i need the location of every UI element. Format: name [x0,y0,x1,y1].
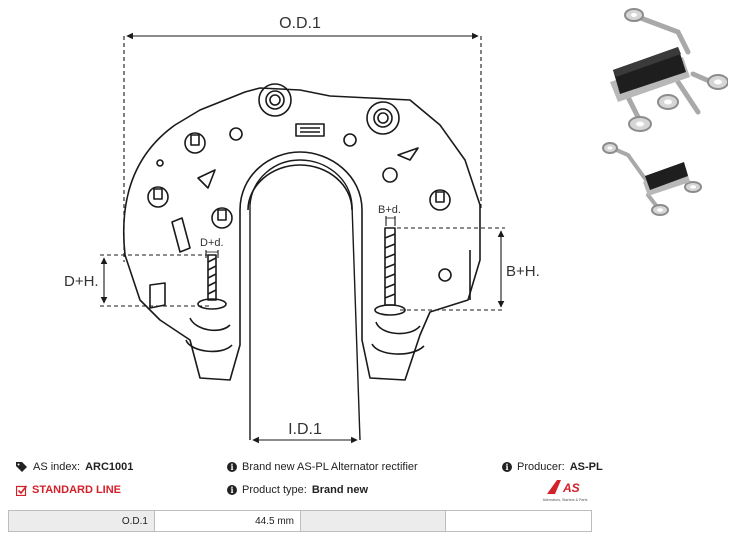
product-photo-small [602,142,702,216]
as-pl-logo: AS Alternators, Starters & Parts [543,480,588,502]
dd-dimension-label: D+d. [200,237,224,249]
logo-mark: AS [562,481,580,495]
product-photo-large [610,8,728,132]
as-index-label: AS index: [33,461,81,473]
dh-dimension-label: D+H. [64,273,99,290]
spec-empty-cell [446,511,591,531]
producer-label: Producer: [517,461,565,473]
as-index-row: AS index: ARC1001 [16,461,133,473]
rectifier-technical-drawing: O.D.1 I.D.1 D+H. B+H. D+d. B+d. [64,15,540,444]
product-type-row: i Product type: Brand new [227,484,368,496]
product-description: Brand new AS-PL Alternator rectifier [242,461,418,473]
spec-empty-cell [301,511,446,531]
spec-table: O.D.1 44.5 mm [8,510,592,532]
standard-line-label: STANDARD LINE [32,484,122,496]
producer-row: i Producer: AS-PL [502,461,603,473]
rectifier-outline [122,87,481,381]
standard-line-row: STANDARD LINE [16,484,121,496]
bd-dimension-label: B+d. [378,204,401,216]
checkbox-checked-icon [16,485,27,496]
info-icon: i [227,485,237,495]
center-bore-rim [247,164,353,211]
description-row: i Brand new AS-PL Alternator rectifier [227,461,418,473]
product-type-value: Brand new [311,484,369,496]
spec-value-cell: 44.5 mm [155,511,301,531]
tag-icon [16,462,27,472]
spec-label-cell: O.D.1 [9,511,155,531]
bh-dimension-label: B+H. [506,263,540,280]
info-icon: i [227,462,237,472]
id-dimension-label: I.D.1 [288,421,322,438]
od-dimension-label: O.D.1 [279,15,321,32]
product-type-label: Product type: [242,484,307,496]
producer-value: AS-PL [569,461,603,473]
as-index-value: ARC1001 [85,461,134,473]
info-icon: i [502,462,512,472]
logo-tagline: Alternators, Starters & Parts [543,498,588,502]
